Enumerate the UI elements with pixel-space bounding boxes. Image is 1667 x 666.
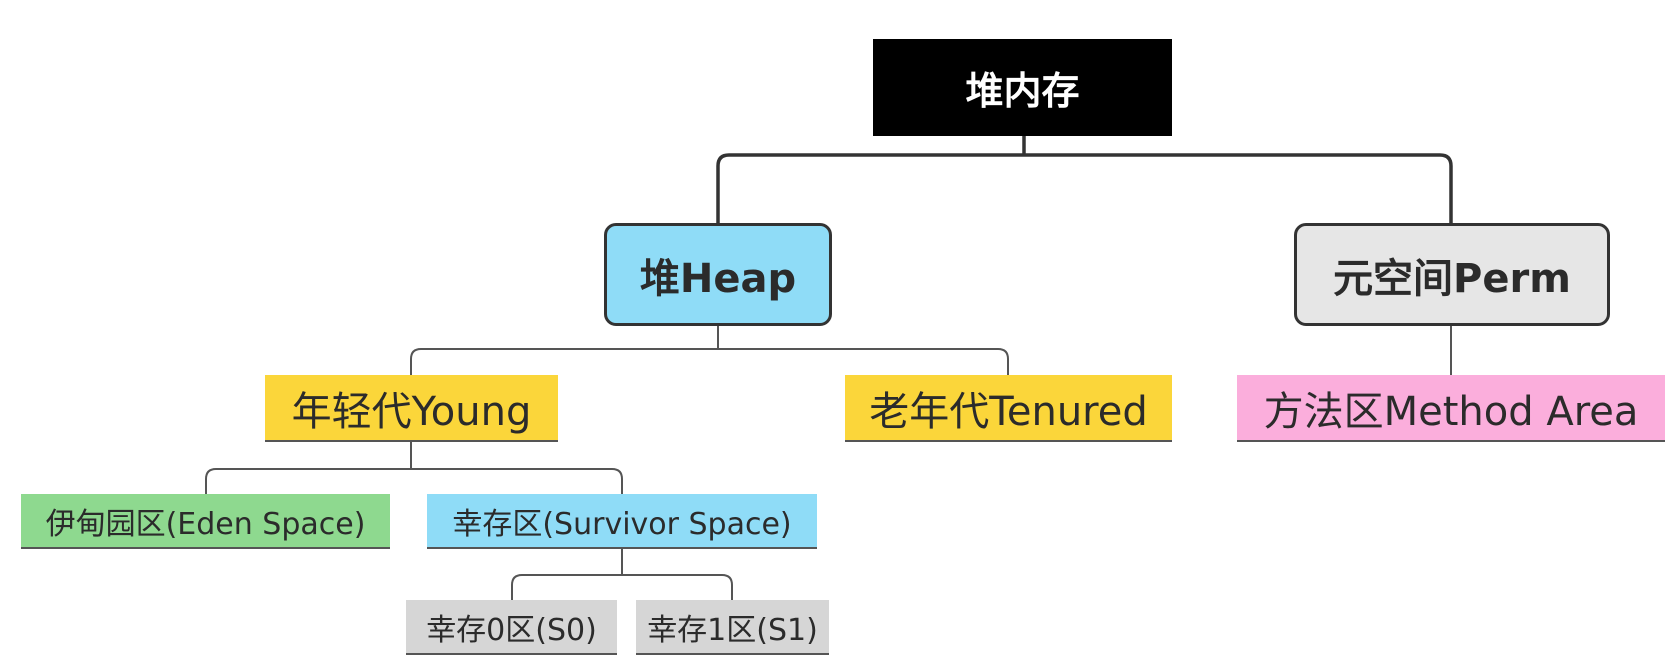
perm-label: 元空间Perm	[1333, 255, 1571, 302]
s0-label: 幸存0区(S0)	[426, 612, 597, 648]
young-generation-node: 年轻代Young	[265, 375, 558, 442]
survivor-s1-node: 幸存1区(S1)	[636, 600, 829, 655]
heap-memory-root-node: 堆内存	[873, 39, 1172, 136]
perm-node: 元空间Perm	[1294, 223, 1610, 326]
eden-label: 伊甸园区(Eden Space)	[45, 506, 366, 542]
eden-space-node: 伊甸园区(Eden Space)	[21, 494, 390, 549]
root-label: 堆内存	[965, 69, 1080, 113]
s1-label: 幸存1区(S1)	[647, 612, 818, 648]
heap-node: 堆Heap	[604, 223, 832, 326]
connector-heap-children	[410, 326, 1009, 375]
survivor-space-node: 幸存区(Survivor Space)	[427, 494, 817, 549]
survivor-label: 幸存区(Survivor Space)	[452, 506, 792, 542]
connector-survivor-children	[511, 549, 733, 600]
connector-root-children	[716, 136, 1453, 223]
survivor-s0-node: 幸存0区(S0)	[406, 600, 617, 655]
tenured-label: 老年代Tenured	[869, 388, 1148, 435]
method-area-label: 方法区Method Area	[1263, 388, 1639, 435]
method-area-node: 方法区Method Area	[1237, 375, 1665, 442]
connector-young-children	[205, 442, 623, 494]
young-label: 年轻代Young	[291, 388, 532, 435]
heap-label: 堆Heap	[639, 255, 797, 302]
tenured-generation-node: 老年代Tenured	[845, 375, 1172, 442]
